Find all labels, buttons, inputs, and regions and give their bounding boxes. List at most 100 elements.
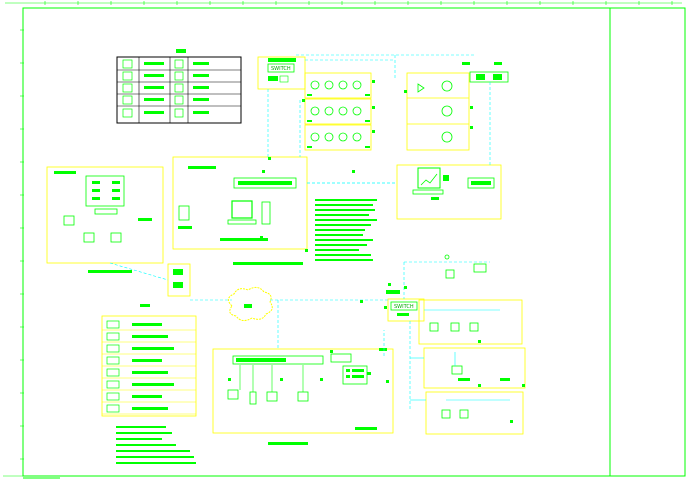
marker: [268, 157, 271, 160]
legend-text-bar: [193, 86, 209, 89]
marker: [470, 106, 473, 109]
note-line: [116, 456, 194, 458]
notes-block-bottom: [116, 426, 196, 464]
legend-symbol: [122, 83, 133, 93]
note-line: [315, 214, 369, 216]
marker: [478, 384, 481, 387]
legend-symbol: [174, 71, 184, 81]
marker: [228, 378, 231, 381]
marker: [372, 130, 375, 133]
marker: [404, 286, 407, 289]
markers: [228, 80, 525, 423]
legend-symbol: [122, 108, 133, 118]
note-line: [116, 432, 172, 434]
legend-text-bar: [144, 86, 164, 89]
note-line: [315, 259, 373, 261]
legend-table-top: [116, 49, 242, 124]
legend-text-bar: [132, 395, 162, 398]
legend-text-bar: [132, 335, 168, 338]
monitor-station-box: [396, 164, 502, 220]
legend-text-bar: [193, 74, 209, 77]
camera-row-box: [304, 124, 372, 151]
marker: [470, 126, 473, 129]
marker: [330, 350, 333, 353]
camera-icon: [310, 106, 320, 116]
marker: [280, 378, 283, 381]
marker: [522, 384, 525, 387]
legend-symbol: [174, 59, 184, 69]
legend-symbol: [106, 380, 120, 389]
notes-block-center: [315, 199, 377, 261]
camera-tag: [307, 146, 312, 148]
marker: [352, 170, 355, 173]
camera-icon: [324, 80, 334, 90]
legend-symbol: [174, 108, 184, 118]
marker: [260, 236, 263, 239]
marker: [388, 283, 391, 286]
marker: [305, 249, 308, 252]
note-line: [116, 426, 166, 428]
marker: [404, 90, 407, 93]
legend-text-bar: [132, 383, 174, 386]
access-control-box: [172, 156, 397, 265]
legend-symbol: [122, 59, 133, 69]
legend-symbol: [122, 71, 133, 81]
frame-ticks: [20, 1, 673, 460]
legend-symbol: [106, 356, 120, 365]
note-line: [315, 234, 363, 236]
note-line: [315, 249, 359, 251]
marker: [384, 306, 387, 309]
switch-top-box: SWITCH: [257, 56, 306, 90]
legend-symbol: [106, 368, 120, 377]
camera-tag: [307, 94, 312, 96]
camera-icon: [352, 132, 362, 142]
note-line: [315, 204, 373, 206]
camera-tag: [365, 146, 370, 148]
gateway-device: [167, 263, 191, 297]
legend-text-bar: [144, 111, 164, 114]
legend-text-bar: [144, 62, 164, 65]
camera-icon: [310, 80, 320, 90]
legend-text-bar: [144, 74, 164, 77]
camera-grid: [304, 72, 372, 151]
camera-icon: [338, 132, 348, 142]
lan-box-bottom: [212, 348, 394, 445]
note-line: [315, 254, 371, 256]
marker: [386, 380, 389, 383]
legend-text-bar: [193, 98, 209, 101]
camera-tag: [365, 94, 370, 96]
drawing-frame: [3, 2, 686, 479]
note-line: [116, 462, 196, 464]
camera-icon: [352, 106, 362, 116]
note-line: [315, 224, 371, 226]
switch-top-label: SWITCH: [271, 66, 291, 72]
legend-symbol: [174, 83, 184, 93]
camera-icon: [324, 106, 334, 116]
camera-icon: [352, 80, 362, 90]
legend-text-bar: [132, 407, 168, 410]
camera-icon: [338, 106, 348, 116]
legend-text-bar: [132, 323, 162, 326]
legend-text-bar: [132, 347, 174, 350]
marker: [302, 99, 305, 102]
note-line: [315, 239, 373, 241]
legend-symbol: [122, 95, 133, 105]
switch-mid-box: SWITCH: [386, 290, 425, 322]
note-line: [116, 450, 190, 452]
camera-tag: [307, 120, 312, 122]
marker: [262, 170, 265, 173]
left-office-box: [46, 166, 164, 273]
note-line: [315, 199, 377, 201]
legend-text-bar: [193, 111, 209, 114]
right-top-devices: [406, 62, 509, 151]
note-line: [315, 209, 375, 211]
legend-symbol: [106, 344, 120, 353]
camera-icon: [338, 80, 348, 90]
note-line: [315, 229, 365, 231]
note-line: [116, 444, 176, 446]
legend-symbol: [106, 392, 120, 401]
camera-tag: [365, 120, 370, 122]
marker: [372, 80, 375, 83]
